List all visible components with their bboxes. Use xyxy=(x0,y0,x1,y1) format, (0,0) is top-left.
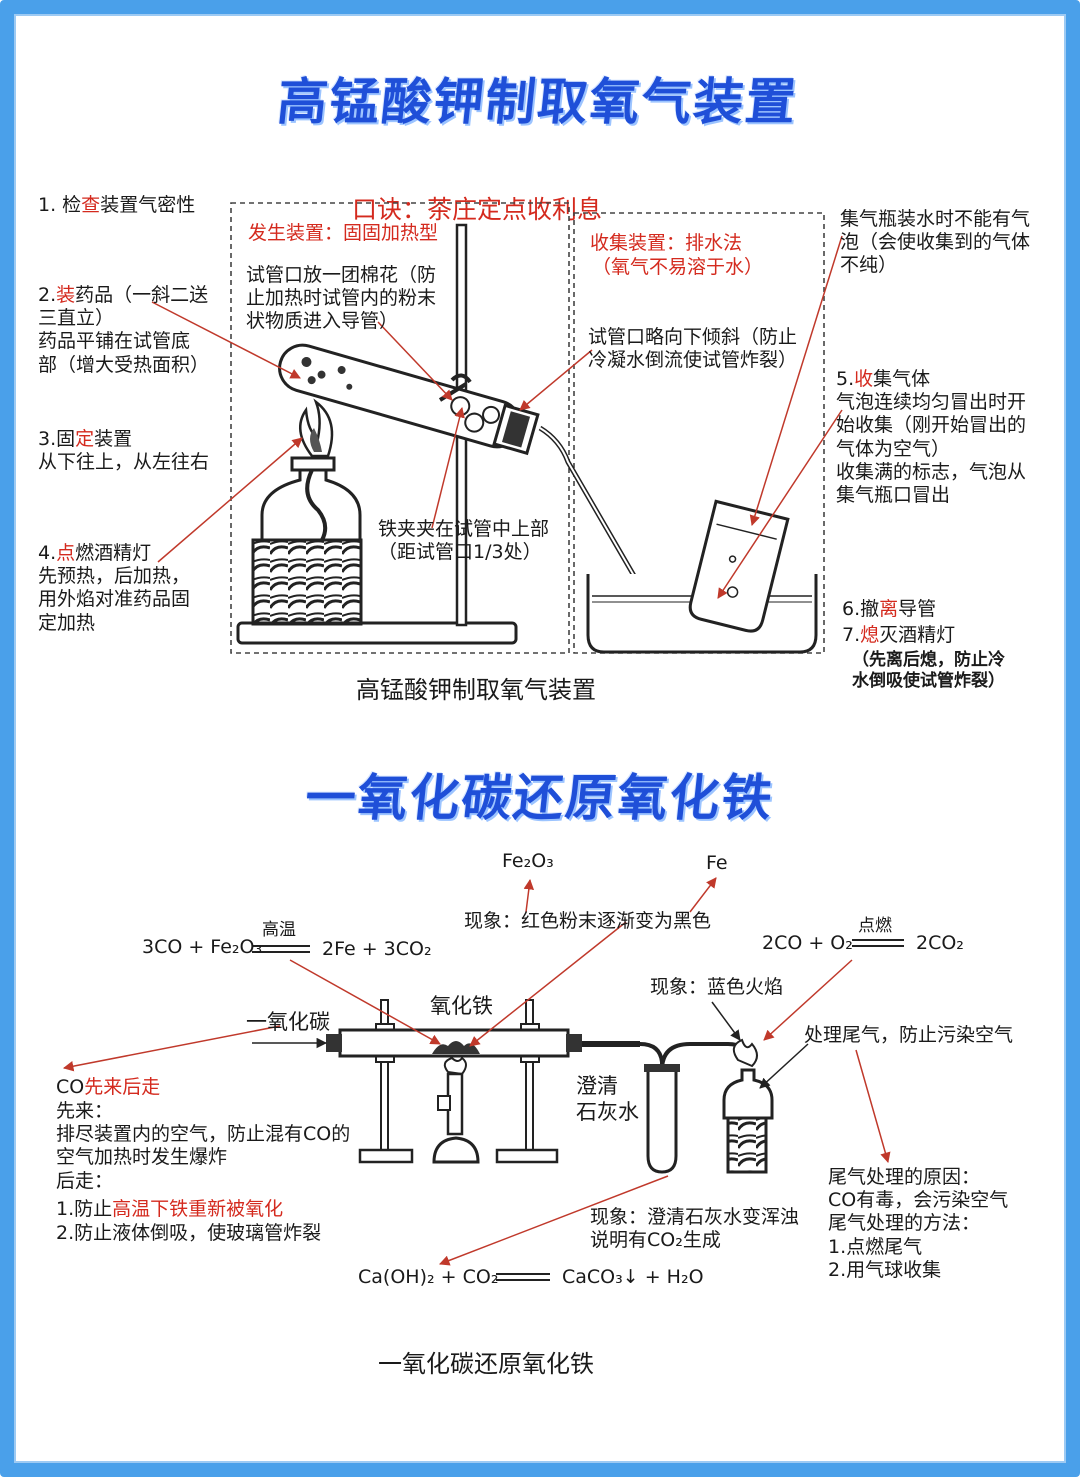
step-1: 1. 检查装置气密性 xyxy=(38,194,195,217)
eq1-condition: 高温 xyxy=(262,920,296,940)
mnemonic: 口诀：茶庄定点收利息 xyxy=(352,164,602,225)
after-2: 2.防止液体倒吸，使玻璃管炸裂 xyxy=(56,1222,322,1244)
step-1-key: 查 xyxy=(81,194,101,216)
limewater-tube xyxy=(646,1064,678,1174)
co-label: 一氧化碳 xyxy=(246,1010,330,1034)
step-5-pre: 5. xyxy=(836,368,855,390)
tail-treat-note: 处理尾气，防止污染空气 xyxy=(804,1024,1014,1046)
step-2-post: 药品（一斜二送 三直立） 药品平铺在试管底 部（增大受热面积） xyxy=(38,284,210,376)
fe-label: Fe xyxy=(706,852,728,874)
step-4: 4.点燃酒精灯 先预热，后加热， 用外焰对准药品固 定加热 xyxy=(38,542,190,635)
step-6-pre: 6.撤 xyxy=(842,598,880,620)
collector-label-2: （氧气不易溶于水） xyxy=(592,256,764,278)
phenomenon-red-powder: 现象：红色粉末逐渐变为黑色 xyxy=(464,910,712,932)
burner-flame xyxy=(443,1056,467,1076)
step-1-pre: 1. 检 xyxy=(38,194,82,216)
step-3-key: 定 xyxy=(75,428,95,450)
step-5-key: 收 xyxy=(854,368,874,390)
mnemonic-prefix: 口诀： xyxy=(352,194,428,224)
section1-caption: 高锰酸钾制取氧气装置 xyxy=(356,676,596,704)
test-tube xyxy=(278,343,540,456)
after-1-key: 高温下铁重新被氧化 xyxy=(112,1198,284,1220)
co-first-pre: CO xyxy=(56,1076,85,1098)
page-frame-inner xyxy=(14,14,1066,1463)
limewater-label: 澄清 石灰水 xyxy=(576,1074,639,1124)
iron-oxide-powder xyxy=(432,1041,480,1054)
step-7-key: 熄 xyxy=(860,624,880,646)
tilt-note: 试管口略向下倾斜（防止 冷凝水倒流使试管炸裂） xyxy=(588,326,798,372)
step-1-post: 装置气密性 xyxy=(100,194,196,216)
cotton-note: 试管口放一团棉花（防 止加热时试管内的粉末 状物质进入导管） xyxy=(246,264,437,333)
step-2-pre: 2. xyxy=(38,284,57,306)
collector-label-1: 收集装置：排水法 xyxy=(590,232,743,254)
bottle-note: 集气瓶装水时不能有气 泡（会使收集到的气体 不纯） xyxy=(840,208,1031,277)
co-first-key: 先来后走 xyxy=(84,1076,161,1098)
tail-flame xyxy=(732,1038,758,1068)
step-5: 5.收集气体 气泡连续均匀冒出时开 始收集（刚开始冒出的 气体为空气） 收集满的… xyxy=(836,368,1026,507)
tail-block xyxy=(726,1116,768,1174)
step-5-post: 集气体 气泡连续均匀冒出时开 始收集（刚开始冒出的 气体为空气） 收集满的标志，… xyxy=(836,368,1027,506)
after-1-pre: 1.防止 xyxy=(56,1198,113,1220)
co-first-heading: CO先来后走 xyxy=(56,1076,160,1099)
generator-box xyxy=(230,202,570,654)
wood-block xyxy=(251,538,363,626)
step-4-key: 点 xyxy=(56,542,76,564)
step-6-post: 导管 xyxy=(898,598,937,620)
eq1-left: 3CO + Fe₂O₃ xyxy=(142,936,263,958)
generator-label: 发生装置：固固加热型 xyxy=(248,222,439,244)
step-3-post: 装置 从下往上，从左往右 xyxy=(38,428,210,474)
eq2-left: 2CO + O₂ xyxy=(762,932,853,954)
after-1: 1.防止高温下铁重新被氧化 xyxy=(56,1198,283,1221)
step-7-post: 灭酒精灯 xyxy=(879,624,956,646)
eq3-left: Ca(OH)₂ + CO₂ xyxy=(358,1266,499,1288)
feo-label: 氧化铁 xyxy=(430,994,493,1018)
step-2-key: 装 xyxy=(56,284,76,306)
tail-lamp xyxy=(722,1068,774,1120)
fe2o3-label: Fe₂O₃ xyxy=(502,850,554,872)
co-first-body: 先来： 排尽装置内的空气，防止混有CO的 空气加热时发生爆炸 后走： xyxy=(56,1100,351,1192)
step-6-key: 离 xyxy=(879,598,899,620)
step-7: 7.熄灭酒精灯 xyxy=(842,624,955,647)
section2-caption: 一氧化碳还原氧化铁 xyxy=(378,1350,594,1378)
limewater-phenomenon: 现象：澄清石灰水变浑浊 说明有CO₂生成 xyxy=(590,1206,800,1252)
step-2: 2.装药品（一斜二送 三直立） 药品平铺在试管底 部（增大受热面积） xyxy=(38,284,209,377)
step-4-post: 燃酒精灯 先预热，后加热， 用外焰对准药品固 定加热 xyxy=(38,542,191,634)
step-4-pre: 4. xyxy=(38,542,57,564)
eq2-right: 2CO₂ xyxy=(916,932,964,954)
clamp-note: 铁夹夹在试管中上部 （距试管口1/3处） xyxy=(378,518,550,564)
tail-reason-note: 尾气处理的原因： CO有毒，会污染空气 尾气处理的方法： 1.点燃尾气 2.用气… xyxy=(828,1166,1009,1281)
section2-title: 一氧化碳还原氧化铁 xyxy=(302,769,777,827)
step-6: 6.撤离导管 xyxy=(842,598,936,621)
mnemonic-text: 茶庄定点收利息 xyxy=(427,194,603,224)
eq3-right: CaCO₃↓ + H₂O xyxy=(562,1266,704,1288)
stand-base xyxy=(236,621,518,645)
eq1-right: 2Fe + 3CO₂ xyxy=(322,938,432,960)
blue-flame-note: 现象：蓝色火焰 xyxy=(650,976,784,998)
step-3-pre: 3.固 xyxy=(38,428,76,450)
eq2-condition: 点燃 xyxy=(858,916,892,936)
step-7-note: （先离后熄，防止冷 水倒吸使试管炸裂） xyxy=(852,650,1005,691)
step-3: 3.固定装置 从下往上，从左往右 xyxy=(38,428,209,474)
step-7-pre: 7. xyxy=(842,624,861,646)
